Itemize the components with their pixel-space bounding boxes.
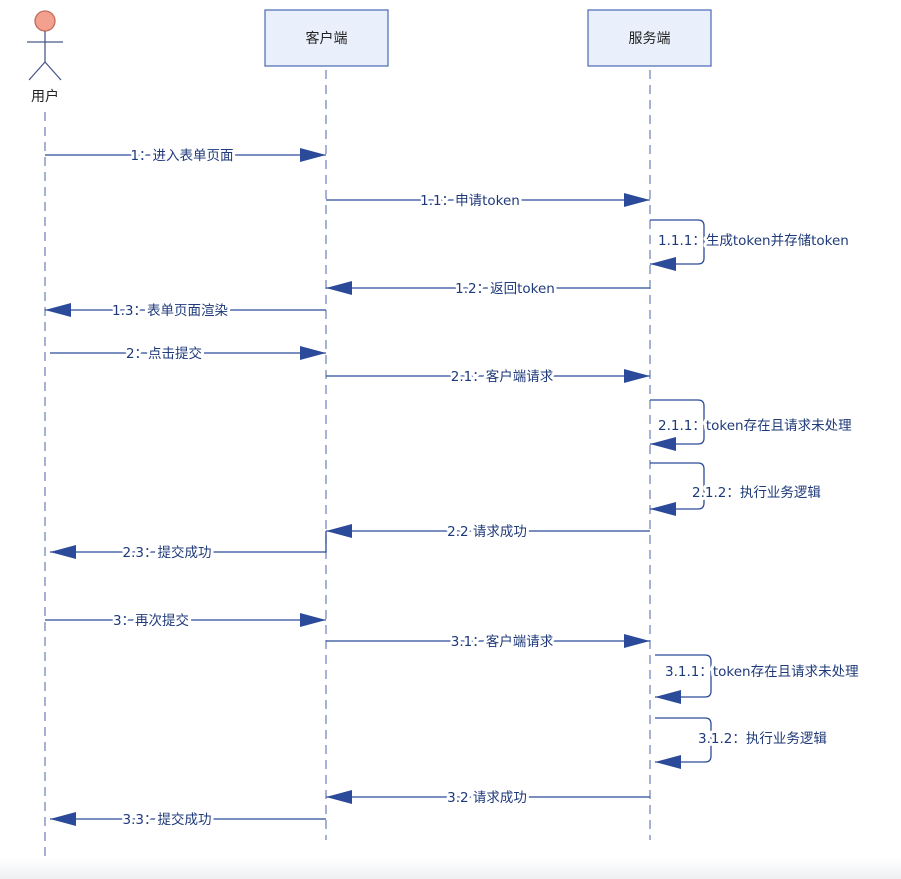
msg-2.1-label: 2.1：客户端请求 xyxy=(451,368,554,385)
msg-2-label: 2：点击提交 xyxy=(126,345,202,362)
msg-3.3-label: 3.3：提交成功 xyxy=(123,811,212,828)
msg-1.1-label: 1.1：申请token xyxy=(420,193,520,209)
msg-2.1.2-arrow xyxy=(650,462,705,516)
actor-head xyxy=(34,10,56,32)
msg-2.1.2-label: 2.1.2：执行业务逻辑 xyxy=(692,485,821,501)
msg-2.3-label: 2.3：提交成功 xyxy=(123,544,212,561)
client-label: 客户端 xyxy=(306,30,348,47)
msg-3.1.1-arrow xyxy=(655,654,712,704)
msg-2.1.1-label: 2.1.1：token存在且请求未处理 xyxy=(658,418,852,434)
msg-1.1.1-label: 1.1.1：生成token并存储token xyxy=(658,233,849,249)
msg-3.1.2-arrow xyxy=(655,717,712,769)
msg-3.1-label: 3.1：客户端请求 xyxy=(451,633,554,650)
msg-2.1.1-arrow xyxy=(650,399,705,451)
server-label: 服务端 xyxy=(629,31,671,47)
msg-3.2-label: 3.2 请求成功 xyxy=(447,790,527,806)
user-label: 用户 xyxy=(31,88,59,105)
msg-3.1.2-label: 3.1.2：执行业务逻辑 xyxy=(698,731,827,747)
bottom-fade xyxy=(0,858,901,879)
msg-3.1.1-label: 3.1.1：token存在且请求未处理 xyxy=(665,664,859,680)
msg-1.3-label: 1.3：表单页面渲染 xyxy=(112,303,228,319)
msg-2.3-arrow xyxy=(50,531,327,559)
msg-2.2-label: 2.2 请求成功 xyxy=(447,524,527,540)
client-box xyxy=(264,9,389,67)
user-actor xyxy=(27,10,63,81)
msg-1.1.1-arrow xyxy=(650,219,705,271)
msg-3-label: 3：再次提交 xyxy=(113,612,189,629)
msg-1-label: 1：进入表单页面 xyxy=(130,148,233,164)
msg-1.2-label: 1.2：返回token xyxy=(455,281,555,297)
server-box xyxy=(587,9,712,67)
